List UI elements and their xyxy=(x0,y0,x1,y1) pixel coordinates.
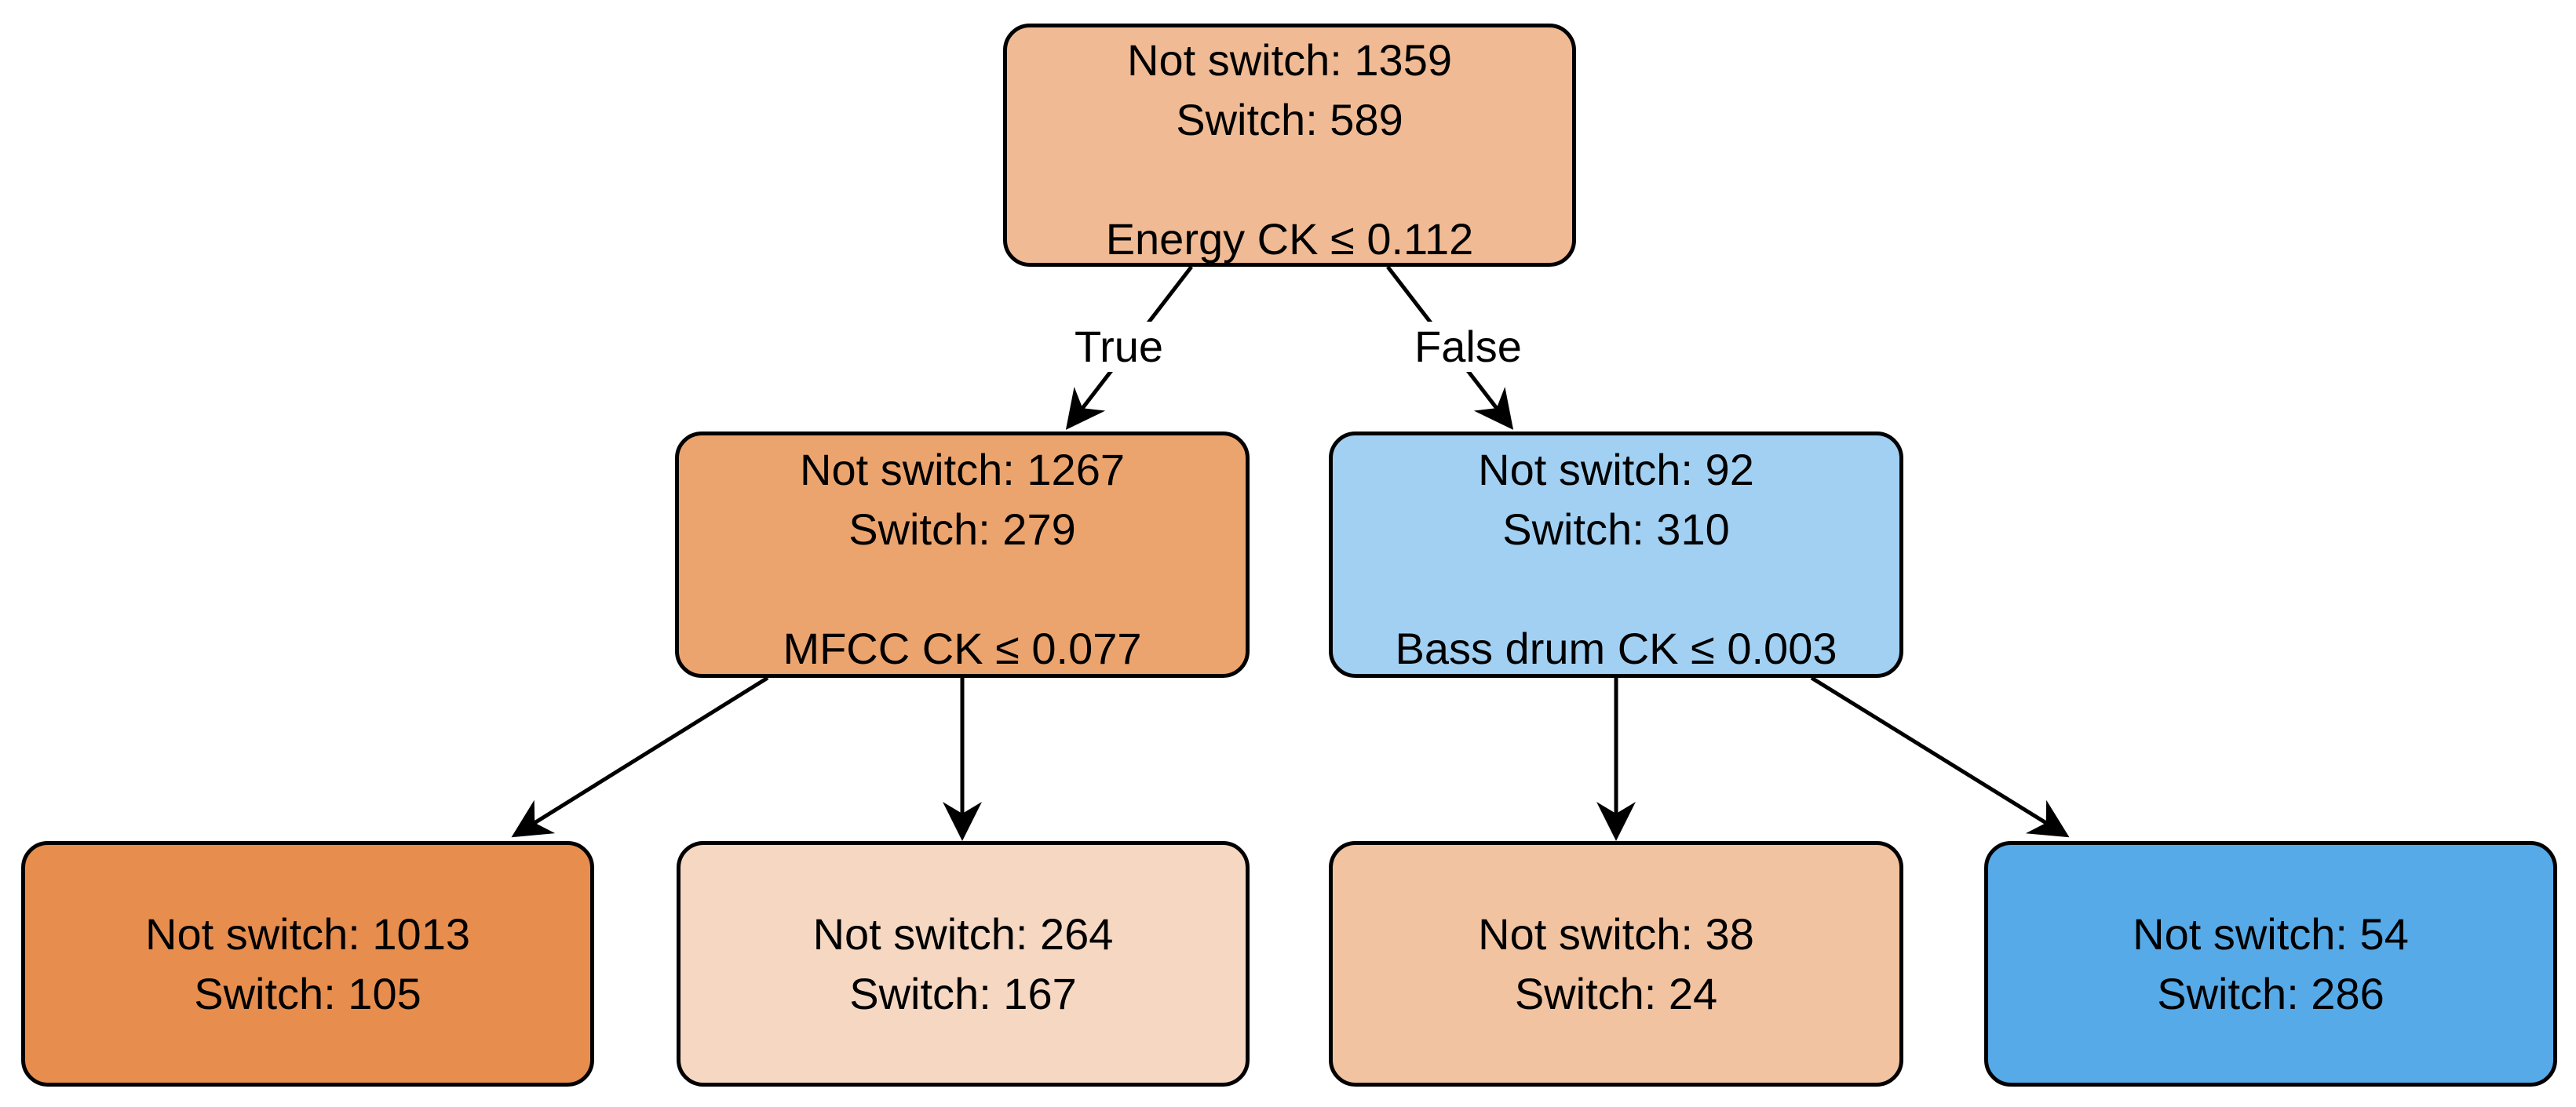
node-switch-count: Switch: 279 xyxy=(848,504,1076,554)
leaf-not-switch-count: Not switch: 54 xyxy=(2133,909,2409,959)
tree-leaf-left-left: Not switch: 1013 Switch: 105 xyxy=(21,841,594,1087)
leaf-switch-count: Switch: 286 xyxy=(2157,968,2384,1018)
leaf-not-switch-count: Not switch: 38 xyxy=(1478,909,1754,959)
tree-leaf-right-left: Not switch: 38 Switch: 24 xyxy=(1329,841,1903,1087)
node-not-switch-count: Not switch: 1267 xyxy=(800,445,1125,494)
node-spacer xyxy=(1333,559,1899,619)
node-not-switch-count: Not switch: 92 xyxy=(1478,445,1754,494)
leaf-not-switch-count: Not switch: 264 xyxy=(812,909,1114,959)
node-split-rule: Bass drum CK ≤ 0.003 xyxy=(1395,624,1837,673)
edge-right-to-right-right xyxy=(1810,675,2070,838)
tree-node-root: Not switch: 1359 Switch: 589 Energy CK ≤… xyxy=(1003,24,1576,267)
node-switch-count: Switch: 310 xyxy=(1502,504,1730,554)
tree-node-left: Not switch: 1267 Switch: 279 MFCC CK ≤ 0… xyxy=(675,432,1250,678)
leaf-not-switch-count: Not switch: 1013 xyxy=(145,909,470,959)
leaf-switch-count: Switch: 167 xyxy=(849,968,1077,1018)
node-switch-count: Switch: 589 xyxy=(1176,95,1403,144)
tree-node-right: Not switch: 92 Switch: 310 Bass drum CK … xyxy=(1329,432,1903,678)
node-split-rule: Energy CK ≤ 0.112 xyxy=(1105,214,1474,264)
node-spacer xyxy=(679,559,1246,619)
leaf-switch-count: Switch: 24 xyxy=(1514,968,1718,1018)
tree-leaf-right-right: Not switch: 54 Switch: 286 xyxy=(1984,841,2557,1087)
edge-label-false: False xyxy=(1410,322,1527,372)
node-not-switch-count: Not switch: 1359 xyxy=(1127,35,1452,85)
edge-left-to-left-left xyxy=(511,675,769,838)
edge-label-true: True xyxy=(1070,322,1169,372)
node-spacer xyxy=(1007,150,1572,209)
node-split-rule: MFCC CK ≤ 0.077 xyxy=(783,624,1142,673)
leaf-switch-count: Switch: 105 xyxy=(194,968,421,1018)
tree-leaf-left-right: Not switch: 264 Switch: 167 xyxy=(677,841,1250,1087)
